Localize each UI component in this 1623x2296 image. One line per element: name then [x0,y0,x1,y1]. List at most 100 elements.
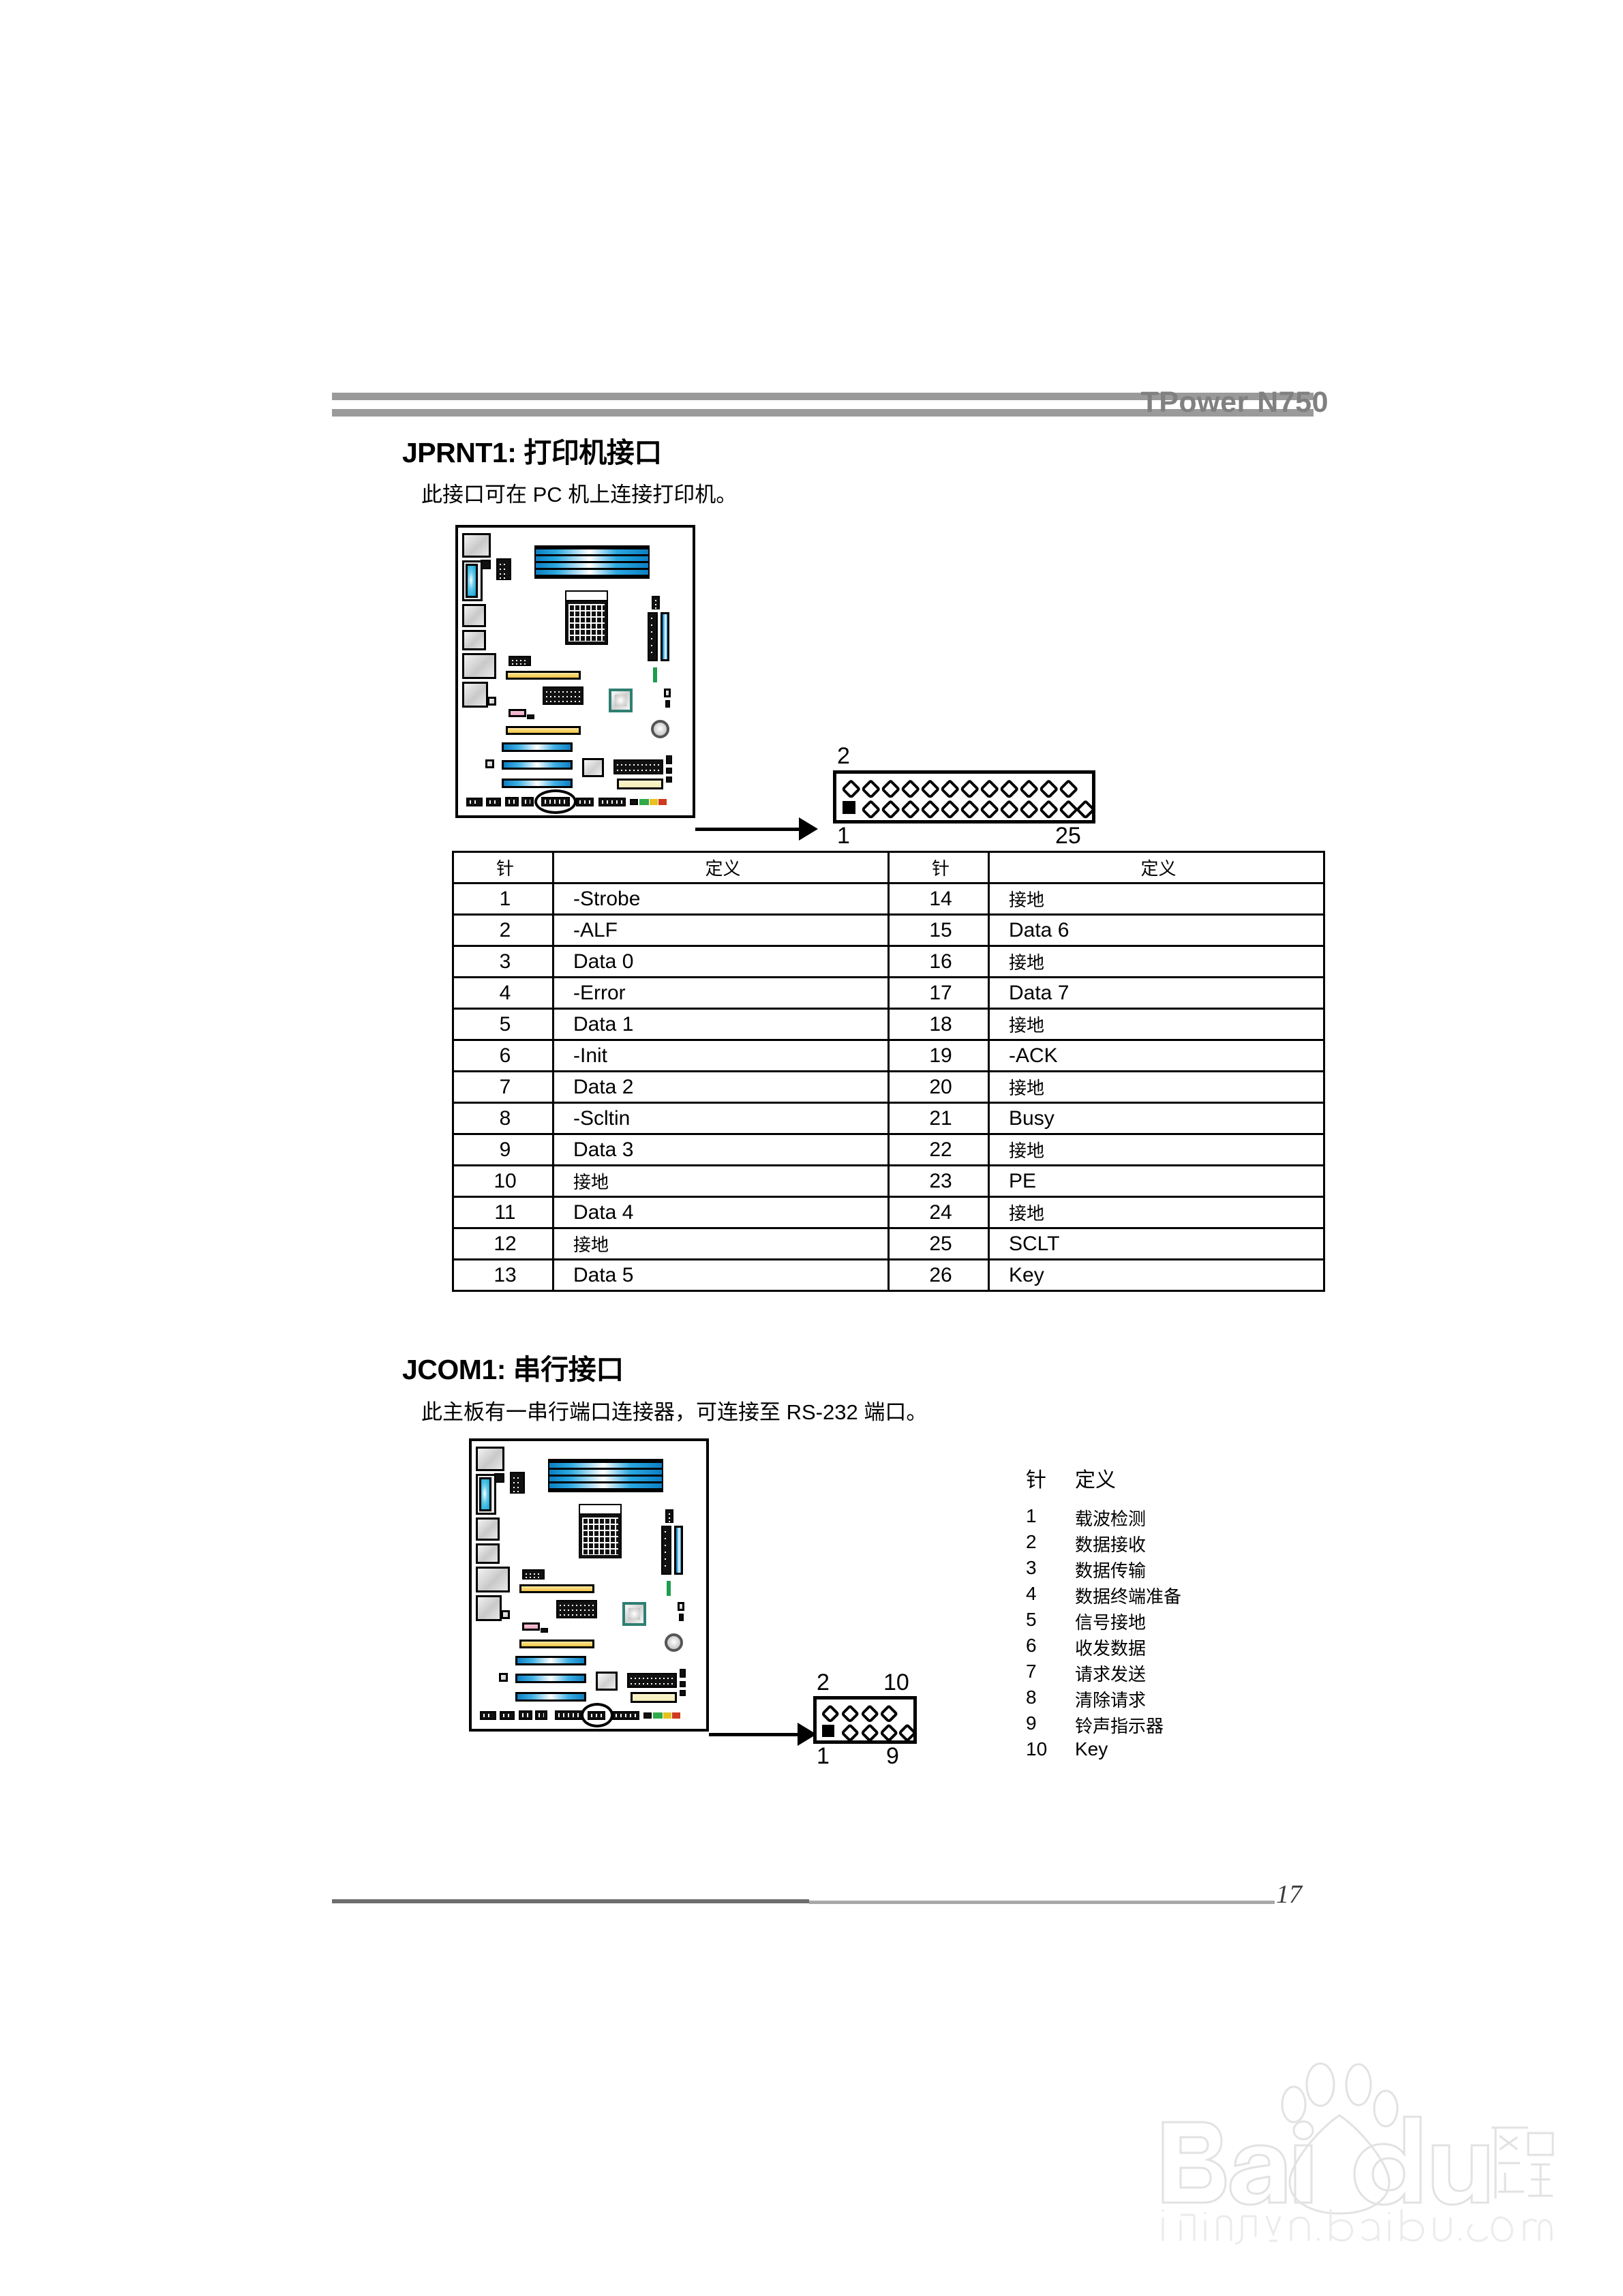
mounting-hole-left-1 [501,1610,510,1619]
cell-pin-definition: Data 7 [988,976,1325,1010]
jprnt1-section-title: JPRNT1: 打印机接口 [402,437,662,468]
cell-pin-number: 20 [888,1070,990,1104]
io-port-usb-stack [476,1567,510,1592]
cell-pin-definition: -ACK [988,1039,1325,1072]
baidu-watermark [1132,2062,1554,2246]
cell-pin-definition: 接地 [552,1227,890,1260]
cell-pin-definition: -Strobe [552,882,890,916]
table-header-row: 针 定义 针 定义 [452,851,1325,884]
rgb-indicator-yellow [663,1712,671,1719]
jcom1-pin-definition: 清除请求 [1075,1690,1147,1710]
footer-rule-dark [332,1899,809,1903]
jprnt1-label-pin2: 2 [837,743,850,769]
jcom1-pin-definition: Key [1075,1738,1108,1759]
audio-header-slot [509,709,526,717]
pci-slot-1 [519,1584,594,1593]
bottom-connector-2 [500,1711,515,1720]
chip-right-5 [680,1690,686,1696]
io-port-audio-jacks [476,1595,502,1621]
pcie-slot-1 [515,1656,586,1665]
southbridge-heatsink [596,1672,618,1691]
cell-pin-definition: 接地 [988,1133,1325,1166]
jcom1-col-header-def: 定义 [1075,1469,1116,1492]
chip-right-3 [666,755,672,764]
pcie-slot-2 [515,1674,586,1683]
io-header-block [494,1473,504,1483]
floppy-connector [661,612,669,661]
jprnt1-arrow-line [695,828,813,831]
header-product-title: TPower N750 [1140,386,1329,419]
bottom-connector-4 [535,1710,547,1720]
cell-pin-number: 4 [452,976,554,1010]
jcom1-pin-definition: 收发数据 [1075,1638,1147,1659]
pcie-slot-1 [502,742,573,752]
header-rule-top [332,393,1314,400]
jprnt1-label-pin25: 25 [1055,823,1081,849]
jcom1-label-pin9: 9 [886,1743,899,1769]
page-header: TPower N750 [332,386,1329,423]
atx-power-connector [617,779,663,789]
audio-header-pin [541,1628,548,1633]
cell-pin-number: 17 [888,976,990,1010]
chip-right-2 [679,1614,684,1621]
jcom1-pin-definition: 数据终端准备 [1075,1586,1182,1607]
jcom1-pin-definition: 请求发送 [1075,1664,1147,1685]
cell-pin-number: 7 [452,1070,554,1104]
io-port-usb-stack [462,653,496,679]
bottom-connector-3 [519,1710,532,1720]
io-header-block [481,560,491,569]
jcom1-section-title: JCOM1: 串行接口 [402,1354,624,1385]
cell-pin-number: 5 [452,1008,554,1041]
cell-pin-definition: -Scltin [552,1102,890,1135]
cell-pin-number: 26 [888,1258,990,1292]
cell-pin-definition: 接地 [988,945,1325,978]
cell-pin-definition: Data 6 [988,913,1325,947]
bottom-connector-1 [466,798,483,806]
cell-pin-definition: 接地 [988,1070,1325,1104]
io-port-ps2 [476,1447,504,1471]
jcom1-label-pin2: 2 [817,1670,830,1695]
rgb-indicator-green [653,1712,663,1719]
ide-connector-2 [661,1526,671,1575]
cpu-socket [609,689,633,712]
sata-port-cluster [543,686,583,705]
jcom1-pin-number: 9 [1026,1712,1037,1734]
cell-pin-number: 12 [452,1227,554,1260]
cell-pin-definition: 接地 [552,1164,890,1198]
jprnt1-label-pin1: 1 [837,823,850,849]
green-jumper-strip [667,1581,671,1596]
jprnt1-highlight-circle [534,789,577,814]
cell-pin-number: 8 [452,1102,554,1135]
memory-dimm-slots [548,1459,663,1492]
cmos-battery [665,1633,683,1652]
bottom-connector-5 [555,1710,583,1720]
jcom1-arrow-line [709,1733,813,1736]
jcom1-pin-number: 2 [1026,1531,1037,1552]
jcom1-pin-definition: 数据传输 [1075,1560,1147,1581]
jprnt1-pin1-marker [843,801,855,814]
cell-pin-number: 14 [888,882,990,916]
io-port-audio-jacks [462,682,488,708]
cell-pin-number: 11 [452,1196,554,1229]
pci-slot-1 [506,671,581,680]
header-rule-bottom [332,409,1314,417]
cell-pin-number: 23 [888,1164,990,1198]
rgb-indicator-red [658,799,667,805]
green-jumper-strip [653,667,657,682]
pci-slot-2 [519,1640,594,1648]
mounting-hole-left-1 [487,697,496,706]
mounting-hole-left-2 [485,759,494,768]
